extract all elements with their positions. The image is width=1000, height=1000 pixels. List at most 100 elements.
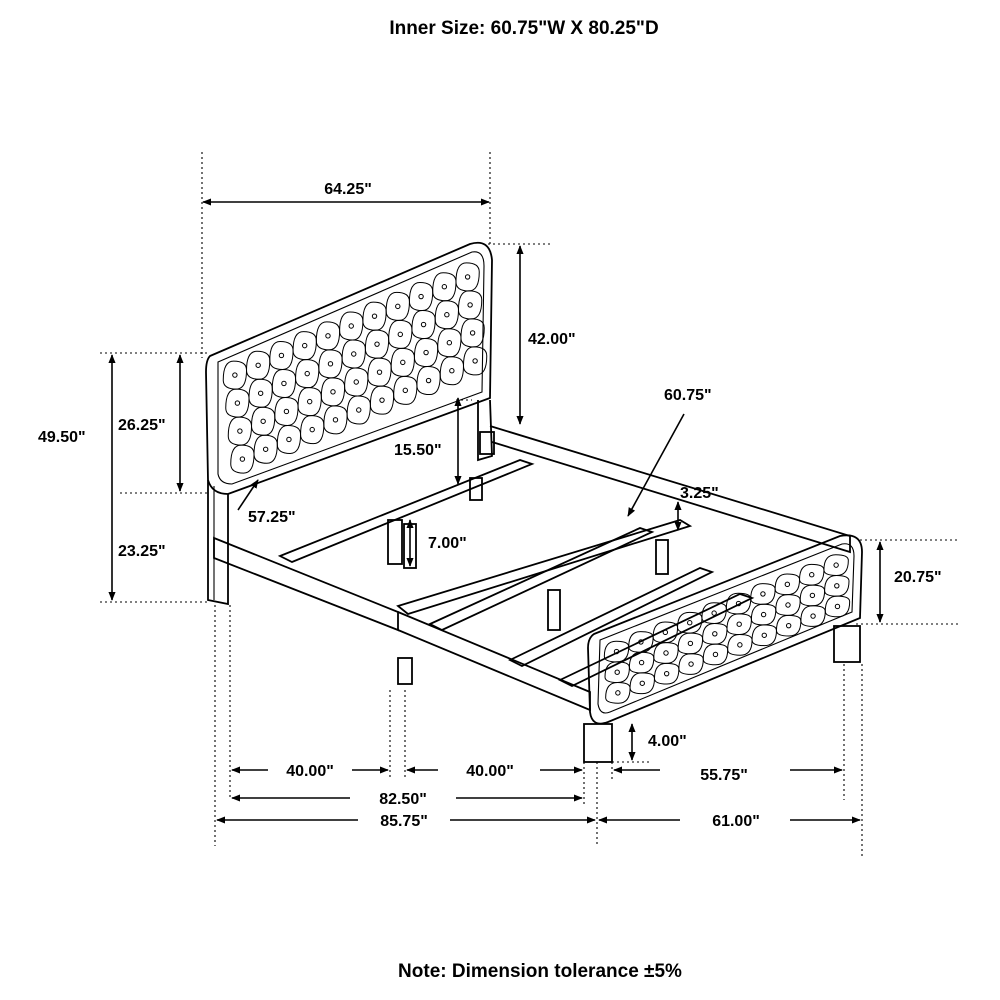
tuft-diamond bbox=[455, 262, 480, 292]
inner-size-title: Inner Size: 60.75"W X 80.25"D bbox=[389, 18, 658, 39]
tuft-button bbox=[446, 340, 453, 346]
tuft-button bbox=[332, 417, 339, 423]
tuft-diamond bbox=[339, 311, 364, 341]
tuft-diamond bbox=[320, 377, 346, 407]
tuft-diamond bbox=[362, 301, 387, 331]
headboard-panel bbox=[205, 241, 493, 495]
floor-to-panel-label: 23.25" bbox=[118, 543, 166, 560]
tuft-button bbox=[330, 389, 336, 395]
tuft-button bbox=[257, 390, 264, 396]
tuft-button bbox=[712, 651, 719, 658]
support-leg bbox=[387, 519, 403, 565]
tuft-diamond bbox=[775, 594, 801, 616]
tuft-diamond bbox=[823, 554, 849, 576]
dimension-lines bbox=[100, 152, 960, 856]
tuft-button bbox=[662, 629, 669, 636]
tuft-button bbox=[302, 342, 308, 349]
left-side-rail bbox=[213, 536, 399, 632]
slat bbox=[507, 567, 715, 668]
tuft-button bbox=[449, 368, 455, 374]
footboard-left-leg bbox=[583, 723, 613, 763]
tuft-diamond bbox=[364, 329, 390, 359]
tuft-button bbox=[379, 397, 385, 403]
tuft-diamond bbox=[323, 405, 348, 435]
footboard-inner-width-label: 55.75" bbox=[700, 767, 748, 784]
tuft-diamond bbox=[603, 640, 630, 663]
tuft-button bbox=[353, 379, 359, 385]
overall-length-label: 85.75" bbox=[380, 813, 428, 830]
total-height-label: 49.50" bbox=[38, 429, 86, 446]
tuft-button bbox=[304, 370, 310, 377]
tuft-button bbox=[325, 333, 331, 339]
tuft-diamond bbox=[411, 310, 436, 340]
tuft-button bbox=[232, 372, 238, 378]
tuft-diamond bbox=[276, 424, 302, 454]
tuft-button bbox=[615, 690, 621, 696]
tuft-diamond bbox=[393, 375, 418, 405]
tuft-button bbox=[444, 312, 450, 318]
tuft-diamond bbox=[824, 574, 850, 597]
tuft-diamond bbox=[800, 605, 826, 627]
bed-frame-drawing bbox=[205, 241, 863, 763]
tuft-button bbox=[663, 650, 669, 656]
tuft-button bbox=[356, 407, 362, 413]
tuft-button bbox=[469, 330, 476, 336]
tuft-button bbox=[237, 428, 243, 434]
tuft-diamond bbox=[702, 622, 728, 645]
tuft-button bbox=[395, 303, 401, 310]
tuft-diamond bbox=[318, 349, 343, 379]
tuft-diamond bbox=[434, 300, 459, 330]
tuft-diamond bbox=[274, 396, 299, 426]
half-length-2-label: 40.00" bbox=[466, 763, 514, 780]
tuft-diamond bbox=[346, 395, 371, 425]
tuft-button bbox=[638, 639, 644, 645]
tuft-button bbox=[688, 661, 694, 667]
tuft-diamond bbox=[751, 624, 777, 647]
rail-height-label: 3.25" bbox=[680, 485, 719, 502]
tuft-button bbox=[834, 603, 841, 610]
tuft-button bbox=[639, 680, 645, 686]
tuft-button bbox=[307, 398, 313, 405]
tuft-button bbox=[467, 302, 473, 308]
tuft-button bbox=[262, 446, 269, 452]
tuft-diamond bbox=[253, 434, 278, 464]
tuft-button bbox=[737, 642, 743, 648]
tuft-button bbox=[809, 592, 816, 599]
tuft-diamond bbox=[369, 385, 395, 415]
tuft-diamond bbox=[271, 368, 297, 398]
center-leg-label: 7.00" bbox=[428, 535, 467, 552]
headboard-tufting bbox=[222, 262, 488, 474]
tuft-button bbox=[810, 613, 816, 619]
tuft-diamond bbox=[702, 643, 729, 666]
tuft-button bbox=[785, 622, 792, 629]
tuft-diamond bbox=[408, 282, 434, 312]
tuft-button bbox=[234, 400, 241, 406]
tuft-diamond bbox=[774, 573, 801, 596]
tuft-button bbox=[278, 352, 285, 359]
tuft-button bbox=[472, 358, 478, 364]
headboard-height-label: 42.00" bbox=[528, 331, 576, 348]
tuft-diamond bbox=[750, 583, 776, 605]
tuft-diamond bbox=[628, 651, 655, 674]
tuft-button bbox=[687, 620, 693, 626]
footboard-height-label: 20.75" bbox=[894, 569, 942, 586]
tuft-diamond bbox=[341, 339, 366, 369]
tuft-diamond bbox=[439, 356, 464, 386]
tuft-button bbox=[784, 581, 791, 588]
tuft-diamond bbox=[432, 272, 457, 302]
center-rail bbox=[396, 519, 693, 616]
tuft-diamond bbox=[678, 653, 704, 675]
headboard-left-post bbox=[207, 480, 229, 606]
tuft-diamond bbox=[230, 444, 255, 474]
tuft-diamond bbox=[248, 378, 273, 408]
tuft-button bbox=[327, 361, 334, 367]
tuft-diamond bbox=[799, 584, 826, 607]
right-side-rail bbox=[489, 425, 851, 554]
tuft-button bbox=[255, 362, 261, 368]
tuft-diamond bbox=[653, 662, 680, 685]
tuft-button bbox=[735, 600, 742, 607]
leg-height-label: 4.00" bbox=[648, 733, 687, 750]
tuft-button bbox=[281, 380, 287, 387]
tuft-button bbox=[309, 426, 315, 433]
